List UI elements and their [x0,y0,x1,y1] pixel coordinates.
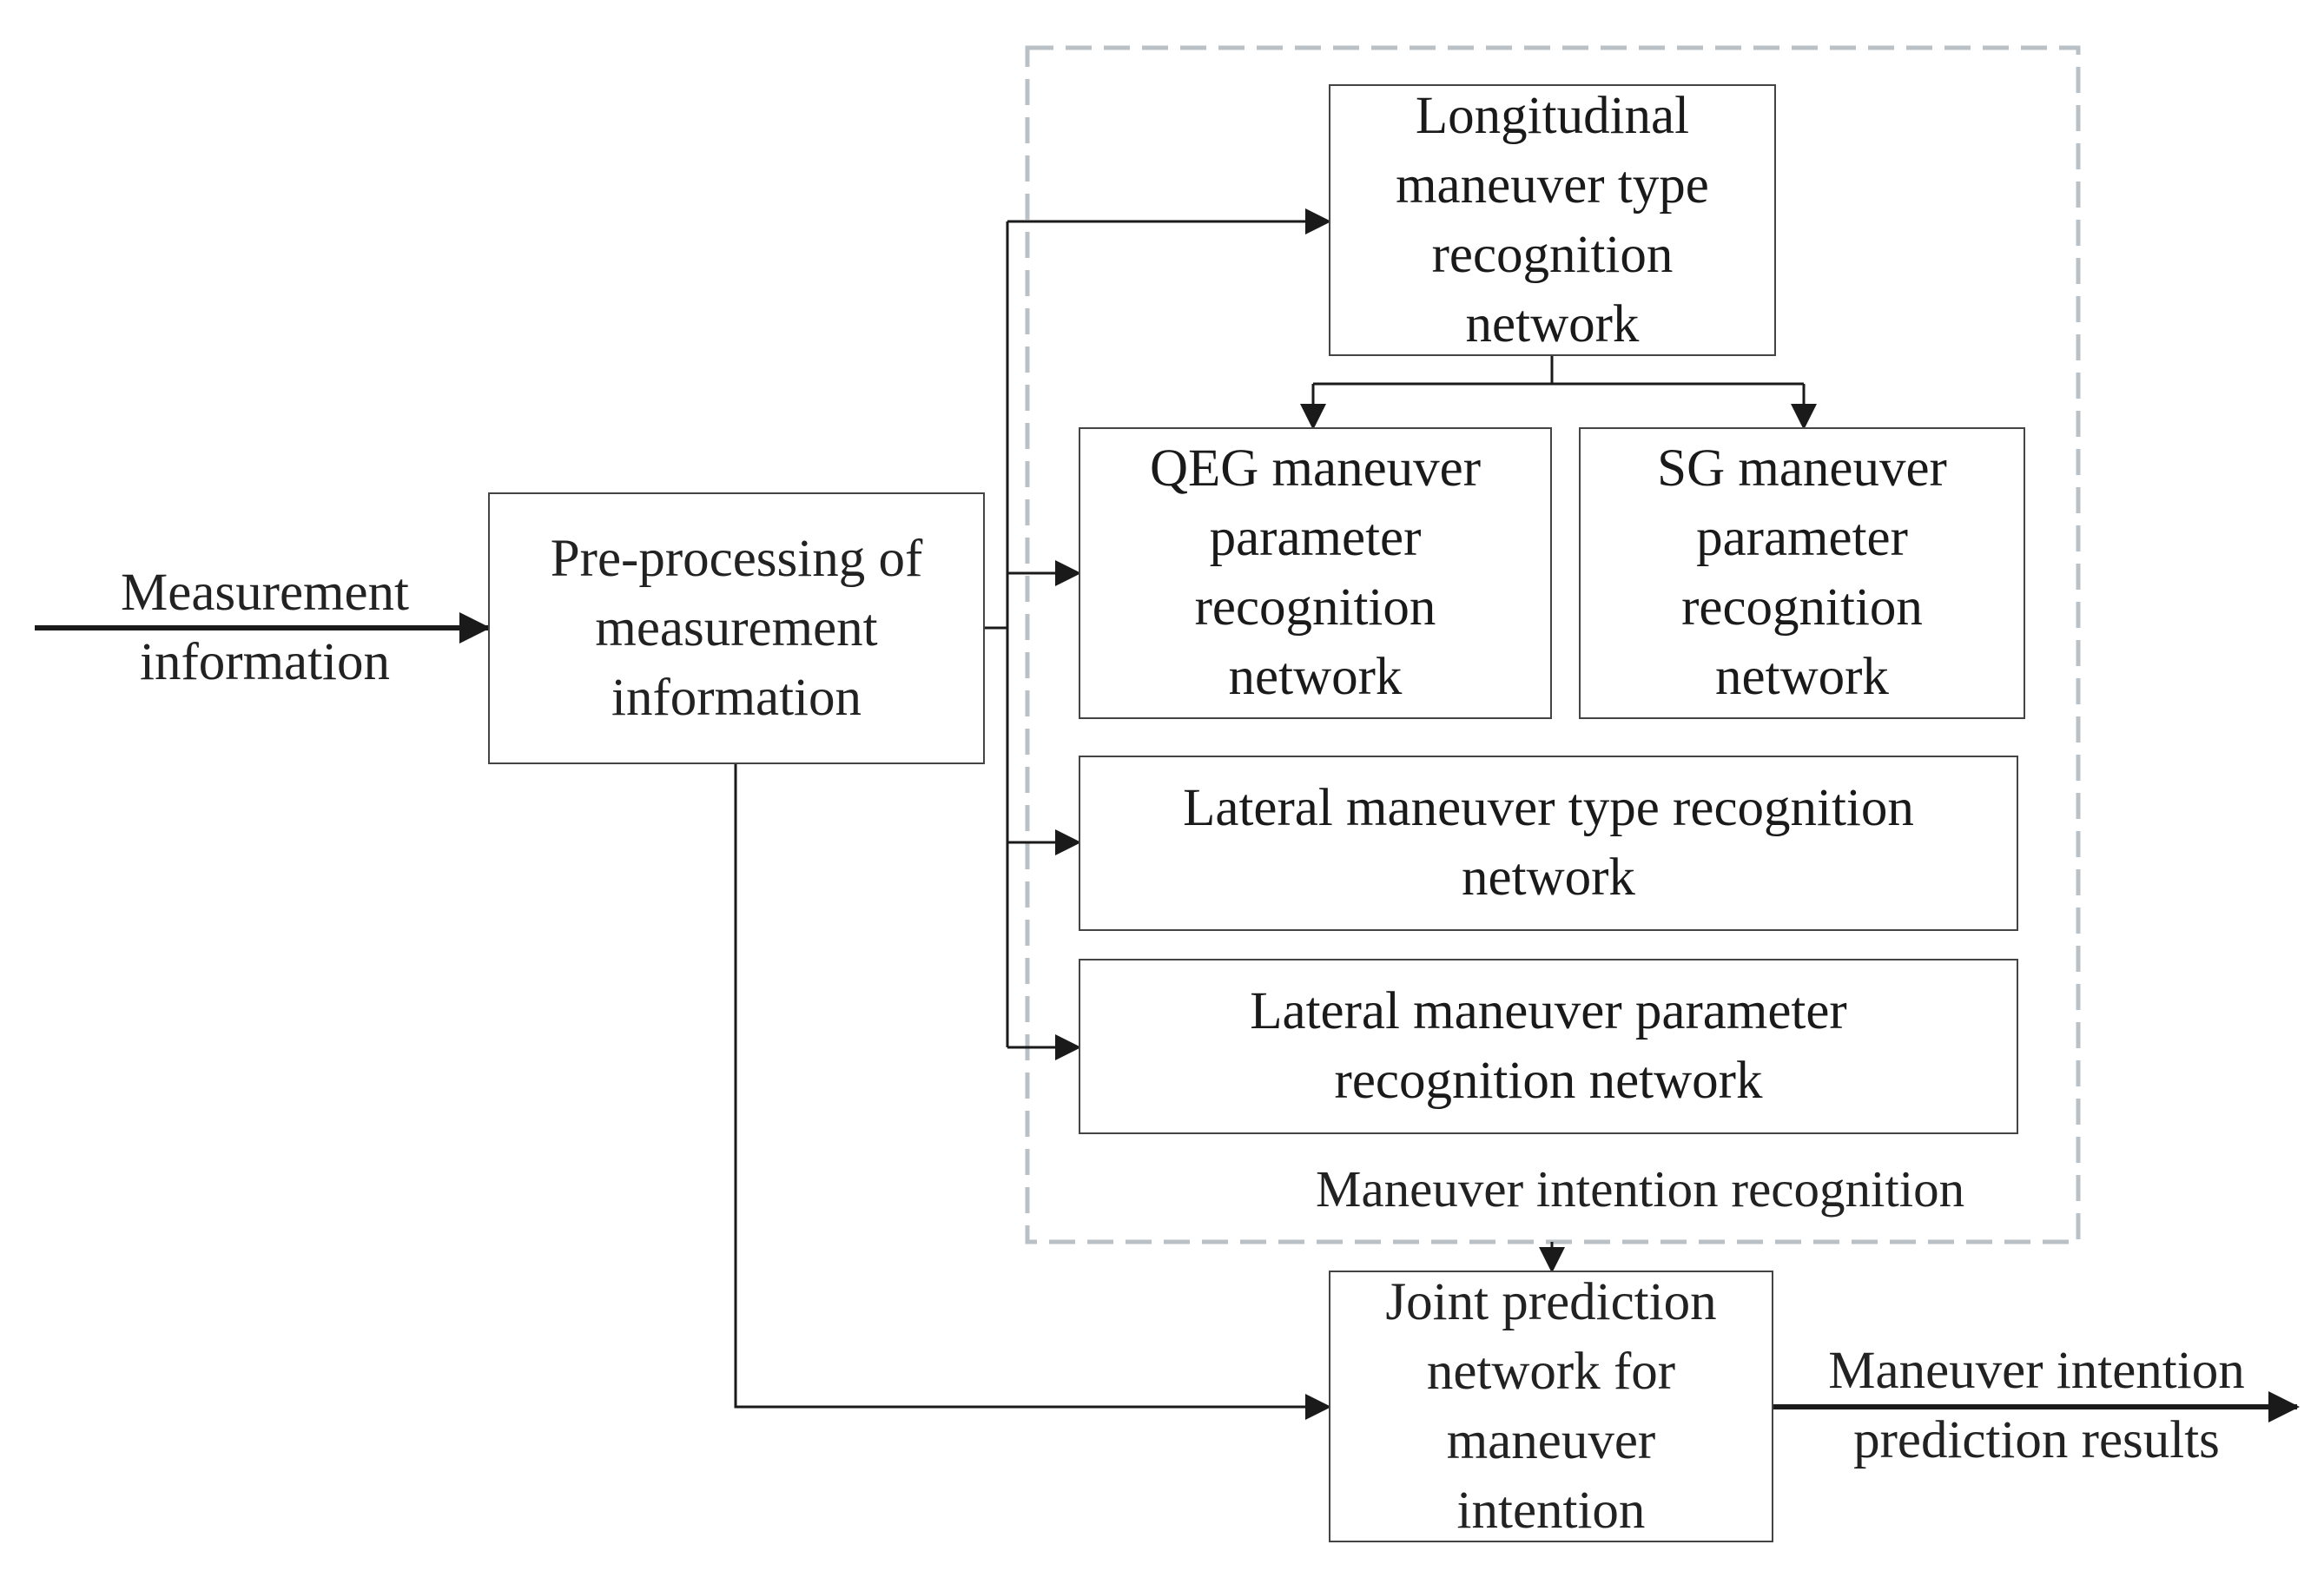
joint-prediction-box: Joint prediction network for maneuver in… [1329,1271,1773,1542]
prediction-output-label: Maneuver intention prediction results [1828,1342,2245,1469]
preprocessing-box: Pre-processing of measurement informatio… [488,492,985,764]
preprocessing-label: Pre-processing of measurement informatio… [550,529,923,727]
group-label: Maneuver intention recognition [1316,1160,1965,1218]
qeg-parameter-box: QEG maneuver parameter recognition netwo… [1079,427,1552,719]
branch-connector [985,208,1331,1060]
sg-parameter-box: SG maneuver parameter recognition networ… [1579,427,2025,719]
measurement-input-label: Measurement information [121,564,409,691]
qeg-parameter-label: QEG maneuver parameter recognition netwo… [1149,439,1482,706]
longitudinal-type-label: Longitudinal maneuver type recognition n… [1396,86,1709,353]
lateral-parameter-box: Lateral maneuver parameter recognition n… [1079,959,2018,1134]
lateral-type-box: Lateral maneuver type recognition networ… [1079,756,2018,931]
sg-parameter-label: SG maneuver parameter recognition networ… [1657,439,1947,706]
longitudinal-split-connector [1300,356,1817,430]
lateral-parameter-label: Lateral maneuver parameter recognition n… [1250,982,1847,1110]
lateral-type-label: Lateral maneuver type recognition networ… [1183,779,1914,907]
longitudinal-type-box: Longitudinal maneuver type recognition n… [1329,84,1776,356]
bypass-connector [734,764,1331,1420]
joint-prediction-label: Joint prediction network for maneuver in… [1385,1272,1717,1540]
